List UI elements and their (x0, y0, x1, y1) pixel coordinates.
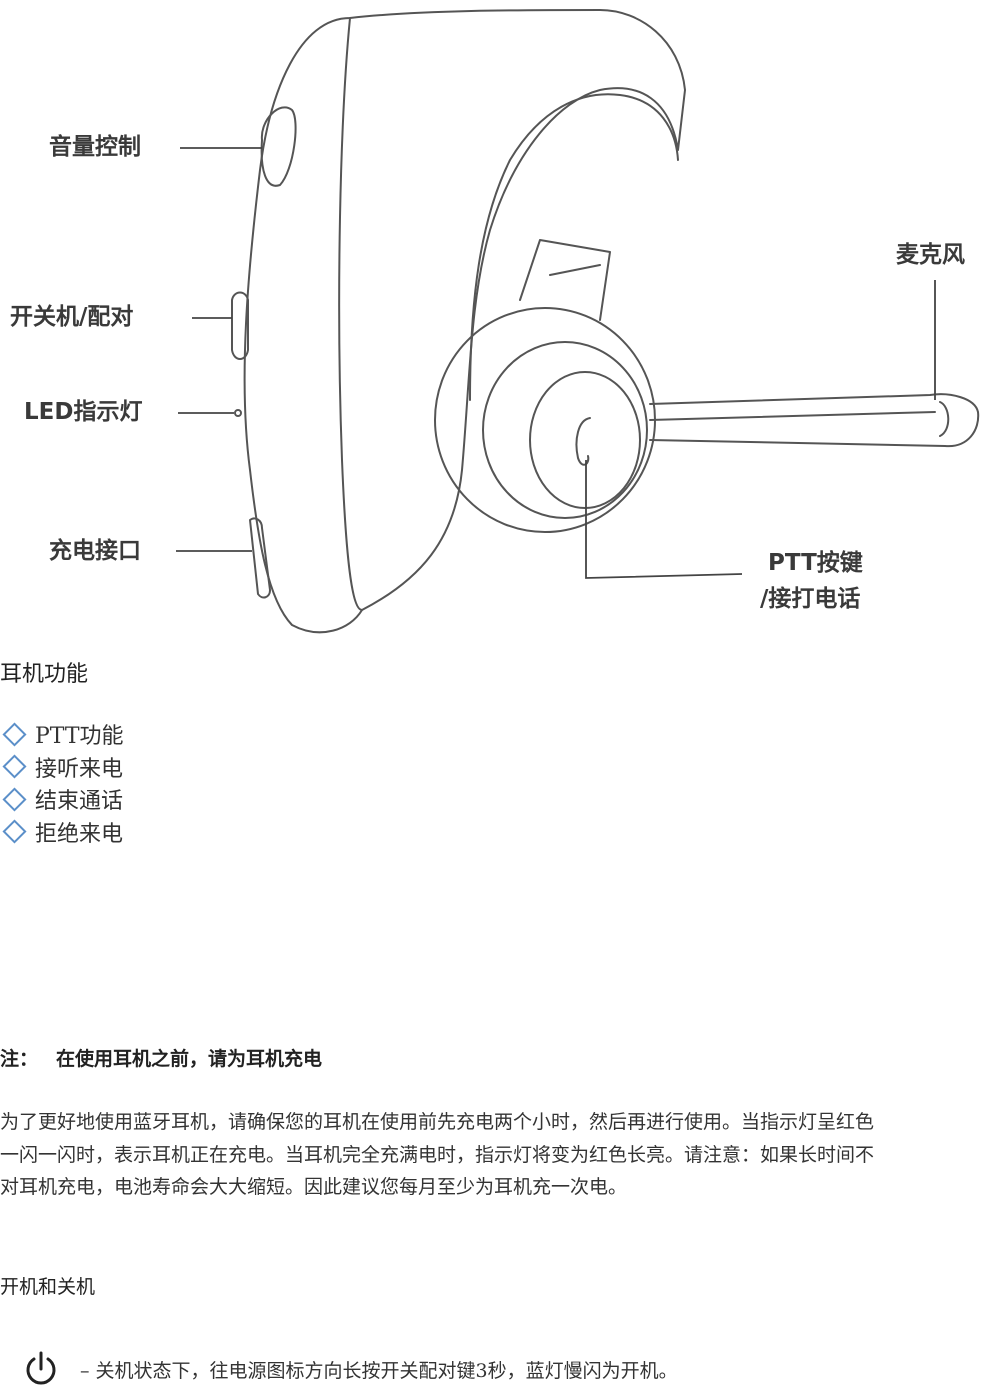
label-charge-port: 充电接口 (49, 538, 141, 564)
earpiece-inner-edge (338, 17, 363, 611)
label-volume-control: 音量控制 (49, 134, 141, 160)
earhook-band (519, 239, 611, 321)
list-item-label: 结束通话 (35, 789, 124, 815)
list-item: 拒绝来电 (0, 816, 124, 849)
diamond-bullet-icon (2, 787, 27, 812)
list-item-label: 拒绝来电 (35, 821, 124, 847)
speaker-inner-ring (529, 371, 641, 509)
functions-list: PTT功能 接听来电 结束通话 拒绝来电 (0, 718, 124, 848)
list-item-label: PTT功能 (35, 724, 124, 750)
list-item: 接听来电 (0, 751, 124, 784)
charge-port-outline (249, 517, 271, 599)
label-led-indicator: LED指示灯 (24, 399, 143, 425)
ptt-button-mark (575, 417, 591, 466)
power-heading: 开机和关机 (0, 1276, 96, 1298)
mic-boom-outline (649, 393, 980, 448)
list-item: PTT功能 (0, 718, 124, 751)
note-heading: 注： 在使用耳机之前，请为耳机充电 (0, 1044, 322, 1071)
functions-heading: 耳机功能 (0, 662, 89, 687)
power-icon (26, 1351, 56, 1385)
label-ptt-line1: PTT按键 (768, 550, 863, 576)
speaker-outer-ring (434, 307, 656, 533)
power-instruction-text: – 关机状态下，往电源图标方向长按开关配对键3秒，蓝灯慢闪为开机。 (80, 1359, 678, 1382)
headset-diagram (176, 9, 980, 634)
note-title: 在使用耳机之前，请为耳机充电 (56, 1048, 323, 1070)
diamond-bullet-icon (2, 754, 27, 779)
diamond-bullet-icon (2, 722, 27, 747)
list-item: 结束通话 (0, 783, 124, 816)
label-microphone: 麦克风 (896, 242, 965, 268)
leader-ptt (585, 460, 743, 579)
label-ptt-line2: /接打电话 (760, 586, 861, 612)
earhook-inner (469, 93, 679, 401)
charging-paragraph: 为了更好地使用蓝牙耳机，请确保您的耳机在使用前先充电两个小时，然后再进行使用。当… (0, 1111, 875, 1198)
note-label: 注： (0, 1048, 39, 1070)
label-power-pair: 开关机/配对 (10, 304, 134, 330)
speaker-middle-ring (482, 341, 648, 519)
list-item-label: 接听来电 (35, 756, 124, 782)
led-indicator (234, 409, 242, 417)
power-instruction-row: – 关机状态下，往电源图标方向长按开关配对键3秒，蓝灯慢闪为开机。 (22, 1350, 678, 1388)
volume-button-outline (260, 106, 297, 187)
power-button-outline (231, 291, 249, 360)
diamond-bullet-icon (2, 819, 27, 844)
mic-boom-inner (649, 401, 950, 437)
earpiece-body-outline (243, 9, 686, 634)
